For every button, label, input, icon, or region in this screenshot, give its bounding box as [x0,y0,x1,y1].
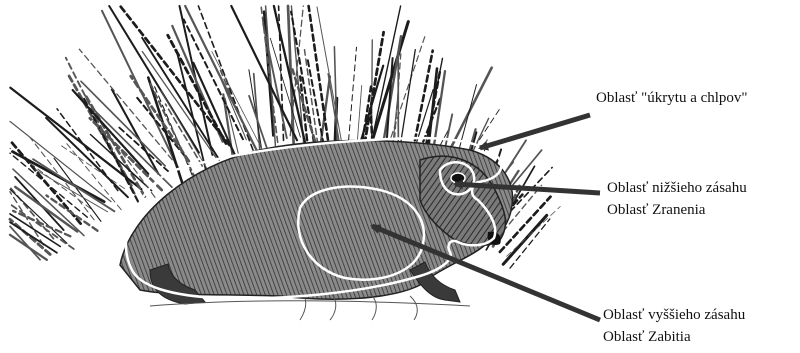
quill [142,38,219,160]
label-kill-zone: Oblasť Zabitia [603,327,691,348]
label-upper-hit-zone: Oblasť vyššieho zásahu [603,305,745,326]
quill [212,52,267,158]
quill [47,196,98,231]
eye-icon [451,173,465,183]
label-wound-zone: Oblasť Zranenia [607,200,705,221]
label-lower-hit-zone: Oblasť nižšieho zásahu [607,178,747,199]
quill [33,159,114,211]
arrow-cover-zone [480,115,590,148]
quill [120,6,229,145]
quill [348,47,357,150]
quill [73,90,149,174]
quill [54,158,101,221]
quill [510,219,550,268]
label-cover-zone: Oblasť "úkrytu a chlpov" [596,88,748,109]
